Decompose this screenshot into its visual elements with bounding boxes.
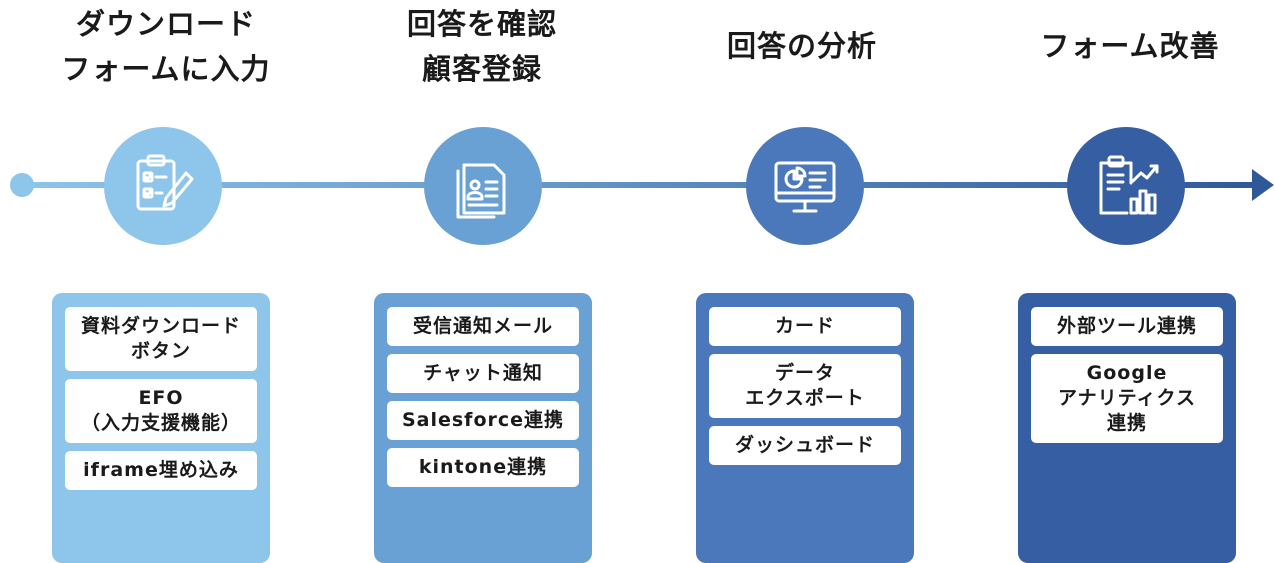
- monitor-pie-chart-icon: [774, 161, 836, 213]
- chip-line: エクスポート: [745, 387, 865, 409]
- step-circle-download-form: [104, 127, 222, 245]
- stage-title-line: ダウンロード: [75, 7, 256, 41]
- chip-line: Salesforce連携: [401, 409, 565, 431]
- feature-chip-dashboard: ダッシュボード: [709, 426, 901, 465]
- stage-title-download-form: ダウンロード フォームに入力: [16, 2, 316, 92]
- feature-chip-notification-mail: 受信通知メール: [387, 307, 579, 346]
- customer-document-icon: [456, 163, 506, 219]
- timeline-arrow-head: [1252, 169, 1274, 201]
- chip-line: 外部ツール連携: [1056, 315, 1197, 337]
- stage-title-line: 回答を確認: [406, 7, 557, 41]
- panel-confirm-register: 受信通知メール チャット通知 Salesforce連携 kintone連携: [374, 293, 592, 563]
- chip-line: 資料ダウンロード: [80, 315, 241, 337]
- chip-line: EFO: [138, 387, 184, 409]
- feature-chip-efo: EFO （入力支援機能）: [65, 379, 257, 443]
- panel-analysis: カード データ エクスポート ダッシュボード: [696, 293, 914, 563]
- feature-chip-iframe-embed: iframe埋め込み: [65, 451, 257, 490]
- step-circle-analysis: [746, 127, 864, 245]
- stage-title-confirm-register: 回答を確認 顧客登録: [332, 2, 632, 92]
- feature-chip-external-tools: 外部ツール連携: [1031, 307, 1223, 346]
- report-growth-chart-icon: [1099, 155, 1159, 215]
- feature-chip-salesforce: Salesforce連携: [387, 401, 579, 440]
- chip-line: kintone連携: [418, 456, 548, 478]
- feature-chip-kintone: kintone連携: [387, 448, 579, 487]
- chip-line: Google: [1086, 362, 1168, 384]
- chip-line: （入力支援機能）: [80, 412, 241, 434]
- feature-chip-card: カード: [709, 307, 901, 346]
- clipboard-checklist-pencil-icon: [136, 154, 194, 211]
- chip-line: 受信通知メール: [412, 315, 553, 337]
- chip-line: カード: [774, 315, 835, 337]
- timeline-start-dot: [10, 173, 34, 197]
- chip-line: アナリティクス: [1058, 387, 1196, 409]
- panel-form-improvement: 外部ツール連携 Google アナリティクス 連携: [1018, 293, 1236, 563]
- chip-line: チャット通知: [423, 362, 543, 384]
- chip-line: ダッシュボード: [734, 434, 875, 456]
- timeline-line: [20, 182, 1260, 188]
- step-circle-form-improvement: [1067, 127, 1185, 245]
- chip-line: ボタン: [130, 340, 191, 362]
- chip-line: 連携: [1106, 412, 1147, 434]
- chip-line: iframe埋め込み: [83, 459, 239, 481]
- stage-title-form-improvement: フォーム改善: [980, 24, 1274, 69]
- stage-title-analysis: 回答の分析: [652, 24, 952, 69]
- feature-chip-download-button: 資料ダウンロード ボタン: [65, 307, 257, 371]
- stage-title-line: 回答の分析: [726, 29, 877, 63]
- stage-title-line: フォーム改善: [1040, 29, 1220, 63]
- stage-title-line: フォームに入力: [61, 52, 271, 86]
- stage-title-line: 顧客登録: [421, 52, 542, 86]
- chip-line: データ: [774, 362, 835, 384]
- feature-chip-chat-notification: チャット通知: [387, 354, 579, 393]
- panel-download-form: 資料ダウンロード ボタン EFO （入力支援機能） iframe埋め込み: [52, 293, 270, 563]
- step-circle-confirm-register: [424, 127, 542, 245]
- feature-chip-data-export: データ エクスポート: [709, 354, 901, 418]
- feature-chip-google-analytics: Google アナリティクス 連携: [1031, 354, 1223, 443]
